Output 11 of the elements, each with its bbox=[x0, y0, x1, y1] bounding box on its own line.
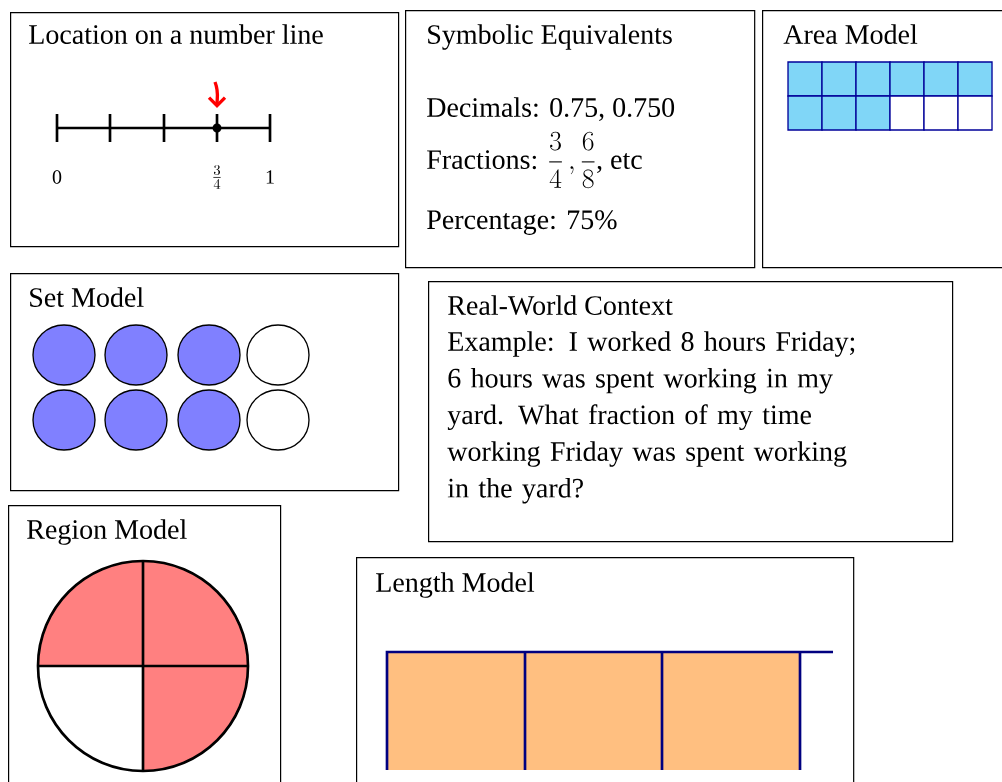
tick-label: 0 bbox=[52, 170, 62, 184]
model-panel: Area Model bbox=[762, 10, 1002, 269]
equivalent-line: Decimals: 0.75, 0.750 bbox=[427, 97, 675, 121]
tick-label: 1 bbox=[266, 170, 274, 184]
model-panel: Set Model bbox=[10, 273, 400, 492]
context-text: Example: I worked 8 hours Friday; 6 hours was spent working in my yard. What fraction of my time working Friday was spent working in the yard? bbox=[447, 331, 855, 504]
model-panel: Region Model bbox=[8, 505, 282, 782]
tick-label: $\frac{3}{4}$ bbox=[213, 164, 221, 189]
equivalent-line: Percentage: 75% bbox=[427, 210, 617, 235]
equivalent-line: $\text{Fractions: }\frac{3}{4}\,,\frac{6}{8}\text{, etc}$ bbox=[427, 131, 642, 189]
model-panel: Length Model bbox=[356, 557, 855, 782]
